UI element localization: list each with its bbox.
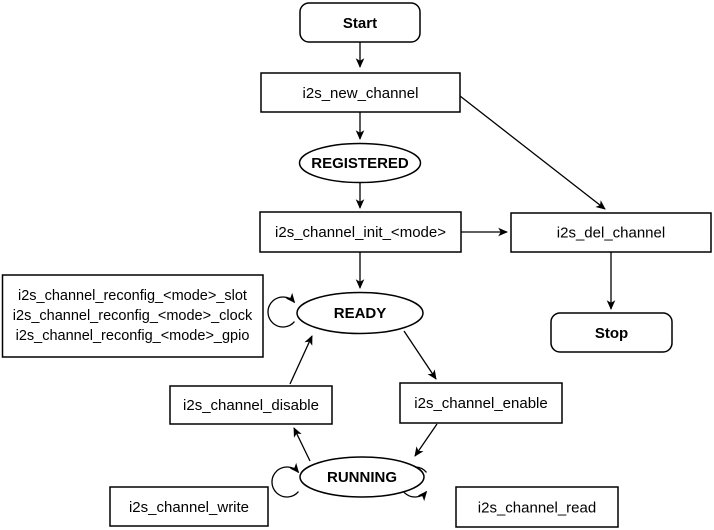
self-loop-running-write: [271, 462, 300, 498]
reconfig-shape: [1, 274, 264, 358]
channel-disable-shape: [169, 385, 333, 425]
edge-disable-to-ready: [289, 335, 313, 385]
node-i2s-channel-write: i2s_channel_write: [109, 486, 269, 527]
node-state-ready: READY: [296, 291, 424, 335]
ready-state-shape: [296, 291, 424, 335]
node-i2s-channel-read: i2s_channel_read: [455, 486, 619, 528]
node-reconfig-functions: i2s_channel_reconfig_<mode>_slot i2s_cha…: [1, 274, 264, 358]
start-label: Start: [343, 15, 377, 32]
running-state-label: RUNNING: [327, 469, 397, 486]
edge-enable-to-running: [414, 423, 438, 457]
node-state-registered: REGISTERED: [298, 142, 422, 184]
del-channel-shape: [510, 212, 712, 253]
ready-state-label: READY: [334, 305, 387, 322]
node-start: Start: [299, 2, 421, 43]
node-state-running: RUNNING: [299, 456, 425, 498]
channel-write-label: i2s_channel_write: [129, 499, 249, 516]
node-i2s-channel-init: i2s_channel_init_<mode>: [259, 211, 462, 253]
node-i2s-channel-enable: i2s_channel_enable: [399, 382, 563, 424]
reconfig-line-gpio: i2s_channel_reconfig_<mode>_gpio: [16, 328, 250, 344]
channel-init-shape: [259, 211, 462, 253]
self-loop-ready-reconfig: [267, 292, 296, 328]
channel-write-shape: [109, 486, 269, 527]
start-terminal-shape: [299, 2, 421, 43]
node-i2s-channel-disable: i2s_channel_disable: [169, 385, 333, 425]
channel-enable-shape: [399, 382, 563, 424]
channel-enable-label: i2s_channel_enable: [414, 395, 547, 412]
registered-state-label: REGISTERED: [311, 155, 409, 172]
new-channel-shape: [260, 72, 461, 113]
channel-read-shape: [455, 486, 619, 528]
edge-new-channel-to-del-channel: [459, 95, 606, 210]
new-channel-label: i2s_new_channel: [303, 85, 419, 102]
node-stop: Stop: [550, 312, 673, 353]
channel-read-label: i2s_channel_read: [478, 500, 596, 517]
reconfig-line-slot: i2s_channel_reconfig_<mode>_slot: [18, 288, 247, 304]
registered-state-shape: [298, 142, 422, 184]
del-channel-label: i2s_del_channel: [557, 225, 665, 242]
node-i2s-del-channel: i2s_del_channel: [510, 212, 712, 253]
channel-disable-label: i2s_channel_disable: [183, 397, 319, 414]
node-i2s-new-channel: i2s_new_channel: [260, 72, 461, 113]
reconfig-line-clock: i2s_channel_reconfig_<mode>_clock: [13, 308, 253, 324]
running-state-shape: [299, 456, 425, 498]
stop-label: Stop: [595, 325, 628, 342]
channel-init-label: i2s_channel_init_<mode>: [275, 224, 446, 241]
edge-running-to-disable: [293, 427, 311, 462]
stop-terminal-shape: [550, 312, 673, 353]
edge-ready-to-enable: [403, 330, 437, 380]
